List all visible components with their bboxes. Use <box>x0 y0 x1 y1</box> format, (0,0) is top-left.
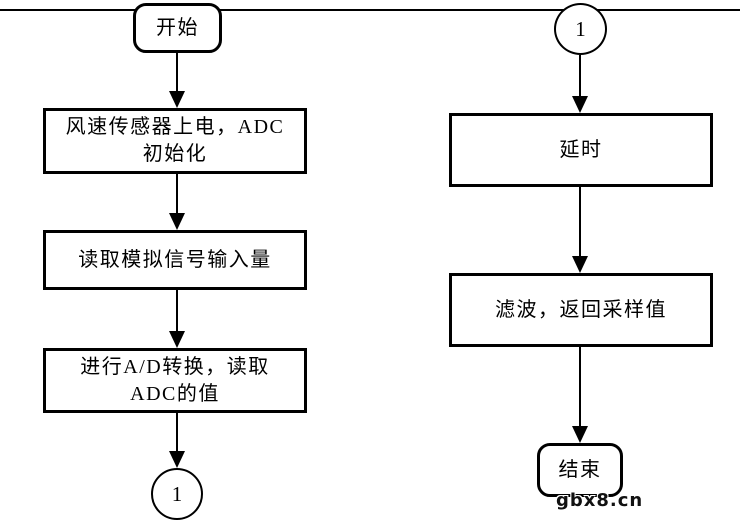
arrow-step2-to-step3 <box>169 290 185 348</box>
arrow-shaft <box>579 55 581 100</box>
arrow-head-icon <box>572 96 588 113</box>
arrow-shaft <box>176 290 178 335</box>
arrow-head-icon <box>169 451 185 468</box>
top-border-line <box>0 9 740 11</box>
node-filter-return-sample: 滤波，返回采样值 <box>449 273 713 347</box>
node-read-analog-input: 读取模拟信号输入量 <box>43 230 307 290</box>
arrow-head-icon <box>572 256 588 273</box>
node-sensor-power-adc-init: 风速传感器上电，ADC 初始化 <box>43 108 307 174</box>
arrow-head-icon <box>169 331 185 348</box>
arrow-shaft <box>579 347 581 430</box>
node-delay: 延时 <box>449 113 713 187</box>
arrow-step3-to-connector <box>169 413 185 468</box>
arrow-delay-to-filter <box>572 187 588 273</box>
arrow-step1-to-step2 <box>169 174 185 230</box>
arrow-shaft <box>176 413 178 455</box>
node-start: 开始 <box>133 3 222 53</box>
node-connector-1-in: 1 <box>554 3 607 55</box>
arrow-shaft <box>176 174 178 217</box>
arrow-shaft <box>579 187 581 260</box>
arrow-head-icon <box>572 426 588 443</box>
arrow-head-icon <box>169 213 185 230</box>
node-end: 结束 <box>537 443 623 497</box>
arrow-start-to-step1 <box>169 53 185 108</box>
watermark-text: gbx8.cn <box>556 490 644 511</box>
arrow-shaft <box>176 53 178 95</box>
node-connector-1-out: 1 <box>151 468 203 520</box>
arrow-filter-to-end <box>572 347 588 443</box>
node-ad-conversion-read-adc: 进行A/D转换，读取 ADC的值 <box>43 348 307 413</box>
arrow-head-icon <box>169 91 185 108</box>
arrow-connector-to-delay <box>572 55 588 113</box>
